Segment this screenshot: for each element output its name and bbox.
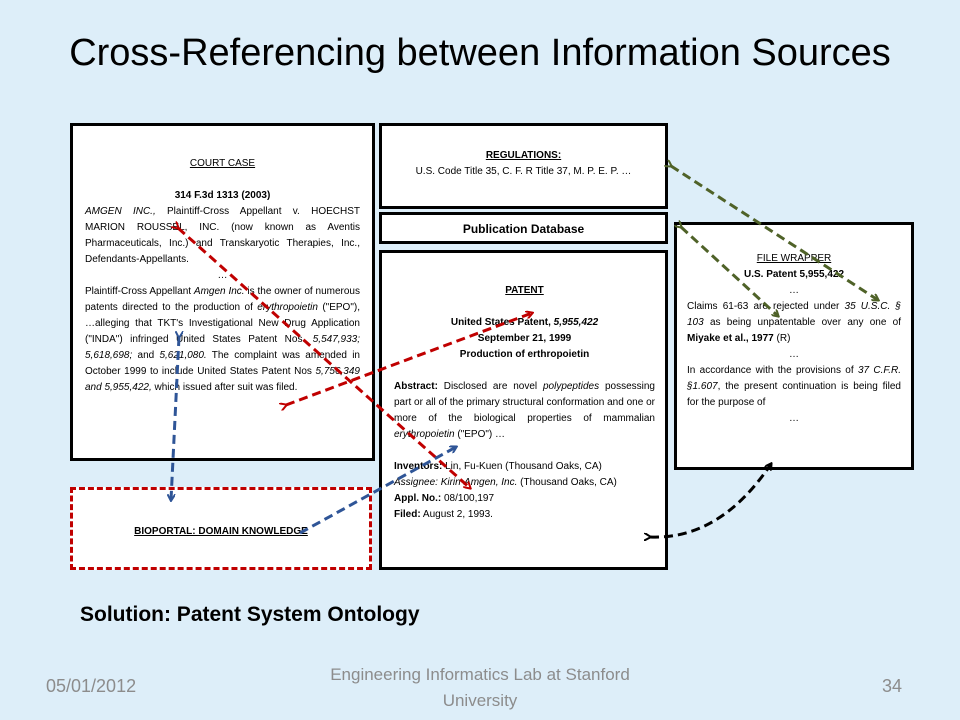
- bioportal-label: BIOPORTAL: DOMAIN KNOWLEDGE: [134, 526, 308, 537]
- patent-box: PATENT United States Patent, 5,955,422 S…: [379, 250, 668, 570]
- solution-text: Solution: Patent System Ontology: [80, 603, 420, 626]
- patent-appl-no: Appl. No.: 08/100,197: [394, 493, 495, 504]
- publication-database-box: Publication Database: [379, 212, 668, 244]
- file-wrapper-patent: U.S. Patent 5,955,422: [743, 269, 845, 280]
- file-wrapper-heading: FILE WRAPPER: [756, 253, 832, 264]
- file-wrapper-ellipsis: …: [789, 285, 799, 296]
- regulations-box: REGULATIONS: U.S. Code Title 35, C. F. R…: [379, 123, 668, 209]
- court-case-body: Plaintiff-Cross Appellant Amgen Inc. is …: [85, 286, 360, 393]
- file-wrapper-box: FILE WRAPPER U.S. Patent 5,955,422 … Cla…: [674, 222, 914, 470]
- patent-filed: Filed: August 2, 1993.: [394, 509, 493, 520]
- court-case-parties: AMGEN INC., Plaintiff-Cross Appellant v.…: [85, 206, 360, 265]
- bioportal-box: BIOPORTAL: DOMAIN KNOWLEDGE: [70, 487, 372, 570]
- slide-title: Cross-Referencing between Information So…: [69, 32, 891, 74]
- footer-page-number: 34: [881, 676, 902, 696]
- regulations-text: U.S. Code Title 35, C. F. R Title 37, M.…: [415, 166, 632, 177]
- file-wrapper-ellipsis-2: …: [789, 349, 799, 360]
- patent-date: September 21, 1999: [477, 333, 572, 344]
- file-wrapper-ellipsis-3: …: [789, 413, 799, 424]
- patent-assignee: Assignee: Kirin-Amgen, Inc. (Thousand Oa…: [394, 477, 617, 488]
- file-wrapper-claims: Claims 61-63 are rejected under 35 U.S.C…: [687, 301, 901, 344]
- patent-inventors: Inventors: Lin, Fu-Kuen (Thousand Oaks, …: [394, 461, 602, 472]
- patent-heading: PATENT: [505, 285, 544, 296]
- court-case-ellipsis: …: [217, 270, 228, 281]
- court-case-box: COURT CASE 314 F.3d 1313 (2003) AMGEN IN…: [70, 123, 375, 461]
- regulations-heading: REGULATIONS:: [485, 150, 562, 161]
- footer-center: Engineering Informatics Lab at Stanford …: [330, 665, 630, 710]
- file-wrapper-accordance: In accordance with the provisions of 37 …: [687, 365, 902, 408]
- arrow-patent-to-file-wrapper: [650, 464, 771, 537]
- patent-abstract: Abstract: Disclosed are novel polypeptid…: [394, 381, 655, 440]
- footer-date: 05/01/2012: [46, 676, 137, 696]
- patent-subtitle: Production of erthropoietin: [459, 349, 590, 360]
- court-case-citation: 314 F.3d 1313 (2003): [174, 190, 271, 201]
- patent-number: United States Patent, 5,955,422: [450, 317, 599, 328]
- court-case-heading: COURT CASE: [189, 158, 256, 169]
